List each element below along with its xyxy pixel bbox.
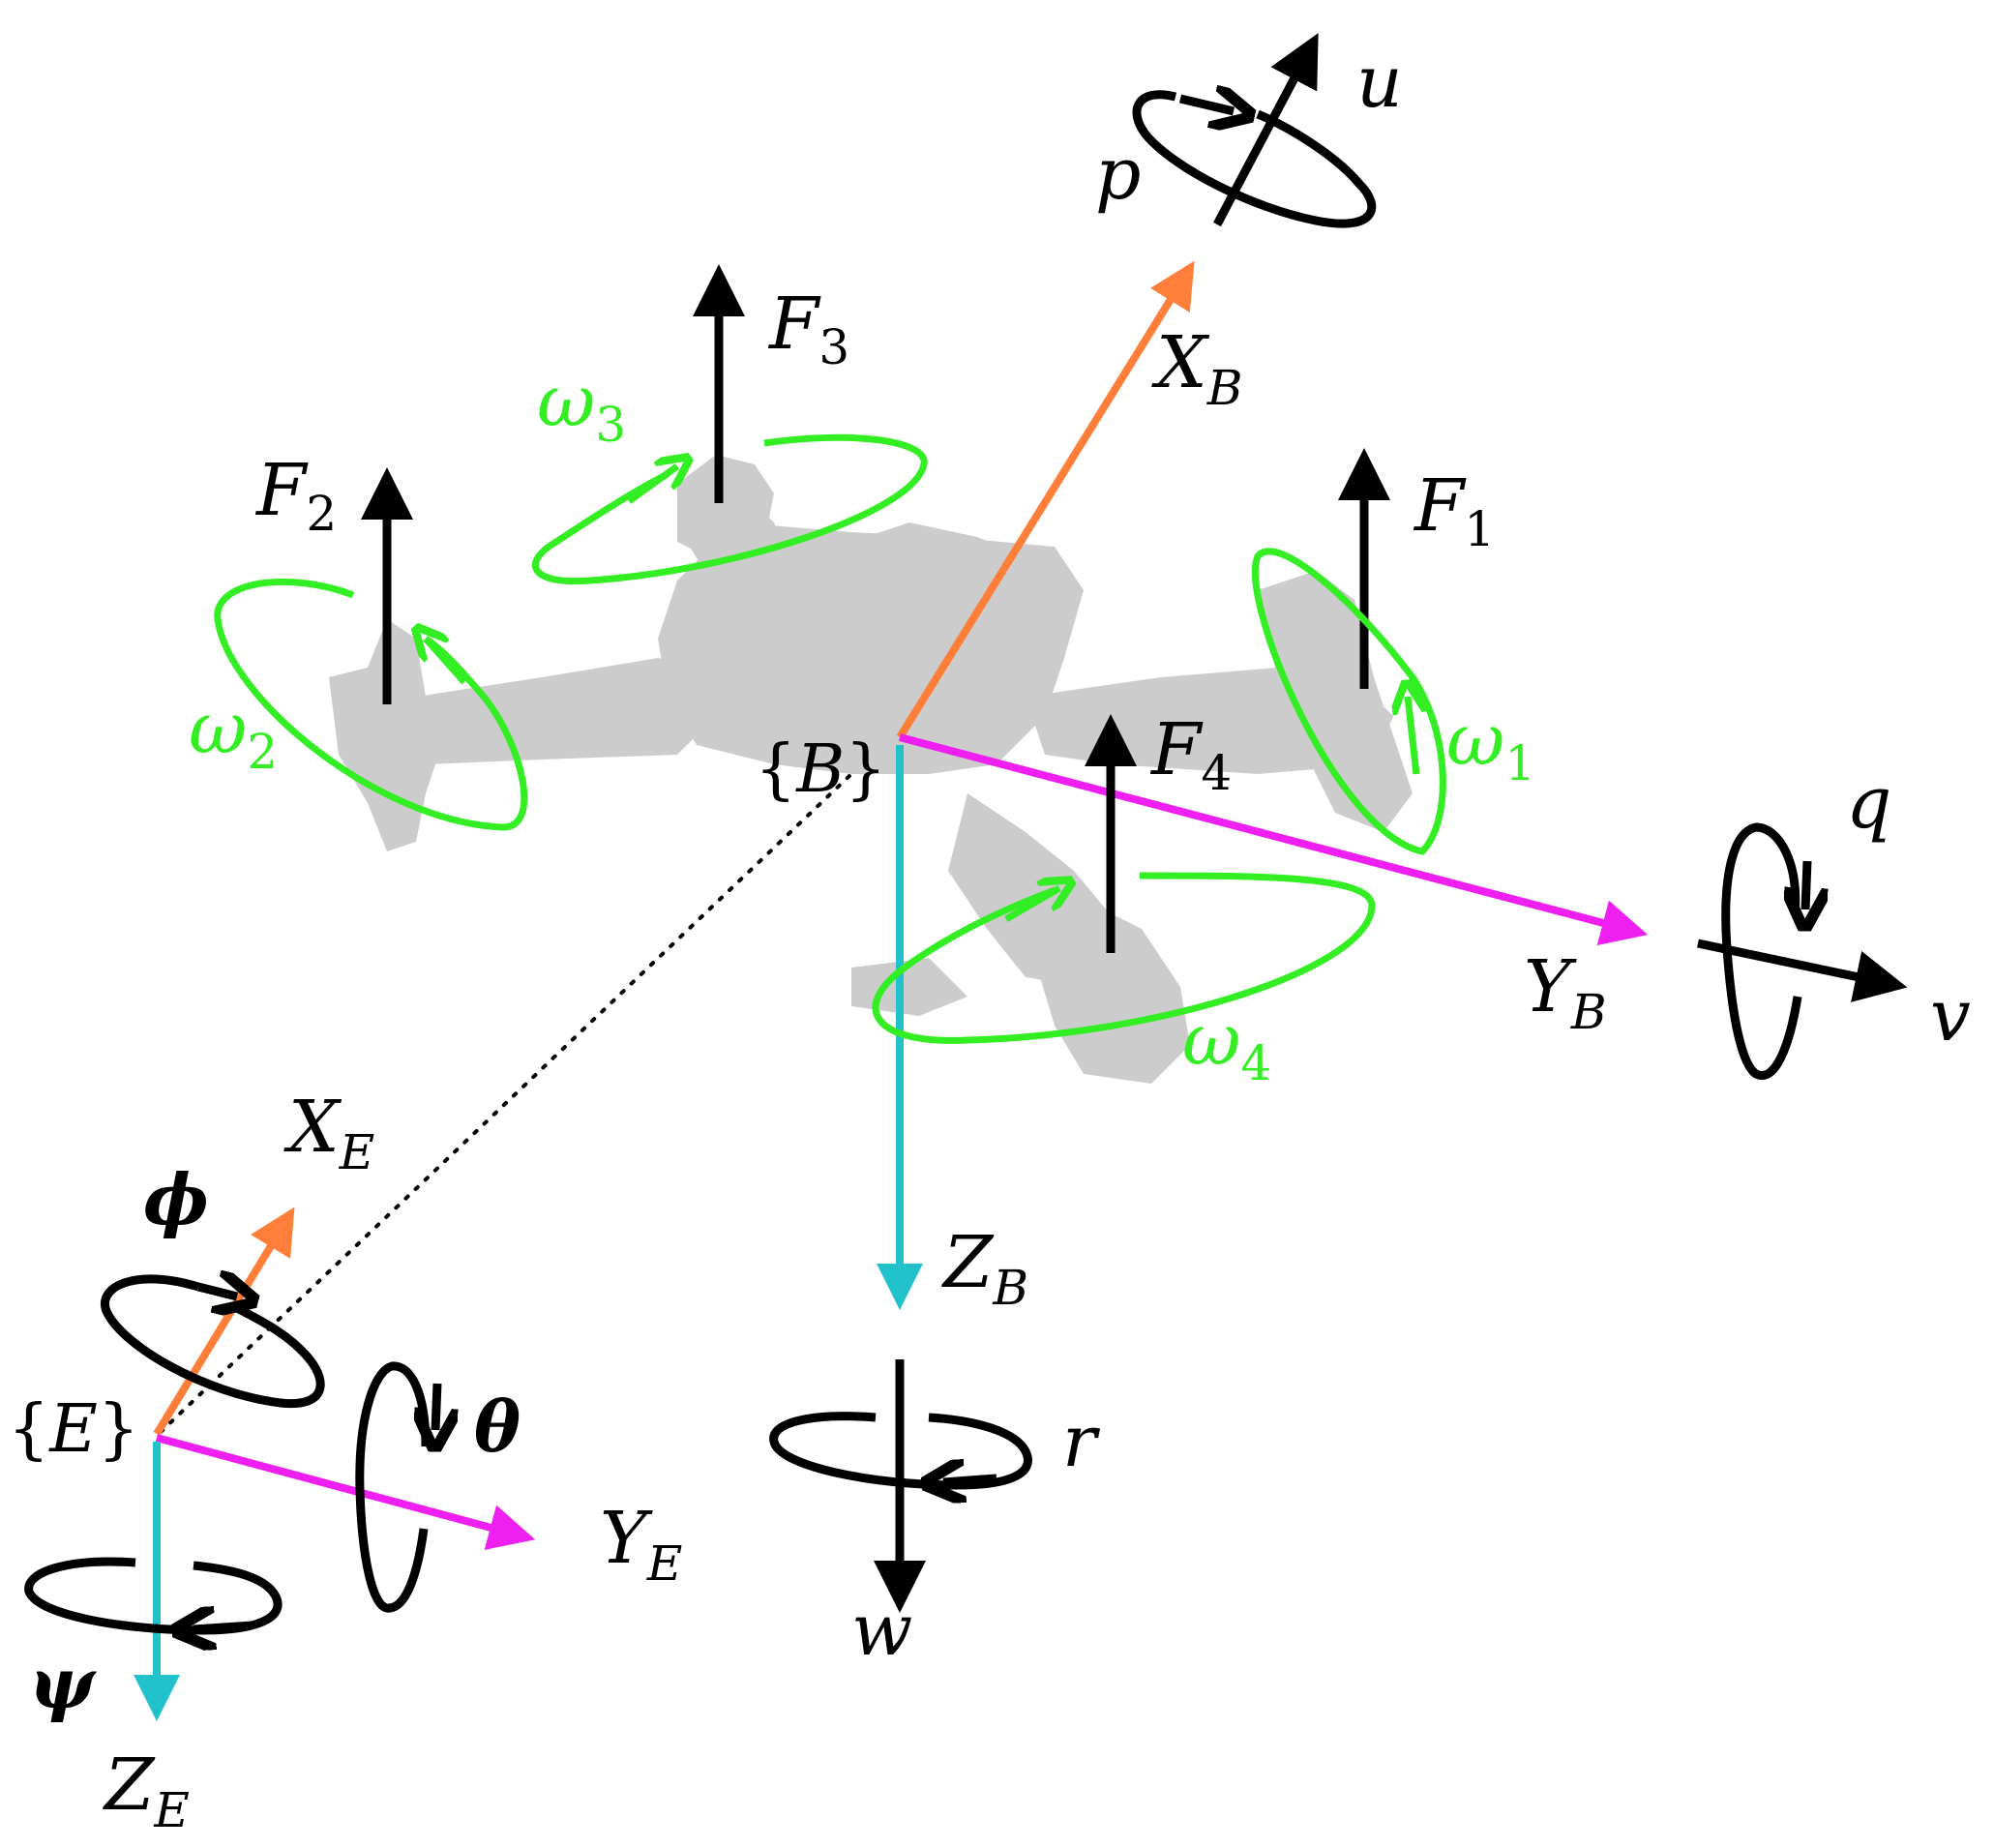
- rotor-speed-omega4-label: ω4: [1182, 999, 1271, 1091]
- pitch-angle-theta-rotation: [355, 1361, 437, 1613]
- roll-rate-p-label: p: [1095, 133, 1141, 216]
- yb-axis-label: YB: [1524, 945, 1607, 1040]
- xb-axis-label: XB: [1151, 321, 1242, 416]
- roll-angle-phi-label: ϕ: [143, 1158, 209, 1240]
- xe-axis-arrow: [153, 1207, 295, 1437]
- rotor-speed-omega1-label: ω1: [1446, 699, 1535, 791]
- u-velocity-label: u: [1356, 41, 1403, 124]
- v-velocity-label: v: [1930, 974, 1971, 1058]
- rotor-spin-omega4: [872, 872, 1376, 1044]
- w-velocity-label: w: [851, 1589, 912, 1672]
- roll-rate-p-rotation: [1132, 95, 1377, 228]
- pitch-angle-theta-label: θ: [474, 1386, 521, 1468]
- thrust-f2-label: F2: [254, 449, 337, 542]
- u-velocity-arrow: [1213, 33, 1319, 227]
- rotor-speed-omega2-label: ω2: [189, 687, 278, 780]
- rotor-spin-omega2: [214, 578, 528, 831]
- rotor-spin-omega1: [1251, 548, 1446, 855]
- thrust-f1-label: F1: [1413, 464, 1495, 557]
- ze-axis-label: ZE: [103, 1744, 190, 1838]
- ye-axis-arrow: [155, 1434, 536, 1550]
- thrust-f4-label: F4: [1149, 708, 1232, 801]
- yaw-angle-psi-label: ψ: [29, 1642, 97, 1724]
- ye-axis-label: YE: [600, 1497, 682, 1592]
- body-frame-origin-label: {B}: [755, 731, 887, 808]
- xe-axis-label: XE: [283, 1086, 374, 1180]
- earth-frame-origin-label: {E}: [8, 1391, 139, 1468]
- rotor-speed-omega3-label: ω3: [537, 360, 626, 453]
- pitch-rate-q-label: q: [1846, 761, 1891, 845]
- thrust-f3-label: F3: [767, 283, 849, 375]
- roll-angle-phi-rotation: [101, 1279, 325, 1409]
- pitch-rate-q-rotation: [1721, 822, 1807, 1080]
- zb-axis-label: ZB: [941, 1221, 1028, 1316]
- xb-axis-arrow: [896, 260, 1195, 740]
- yaw-angle-psi-rotation: [24, 1557, 283, 1630]
- rotor-spin-omega3: [532, 433, 928, 585]
- position-vector-dotted-line: [159, 772, 853, 1434]
- yb-axis-arrow: [898, 733, 1649, 946]
- yaw-rate-r-rotation: [769, 1412, 1032, 1485]
- yaw-rate-r-label: r: [1062, 1400, 1101, 1483]
